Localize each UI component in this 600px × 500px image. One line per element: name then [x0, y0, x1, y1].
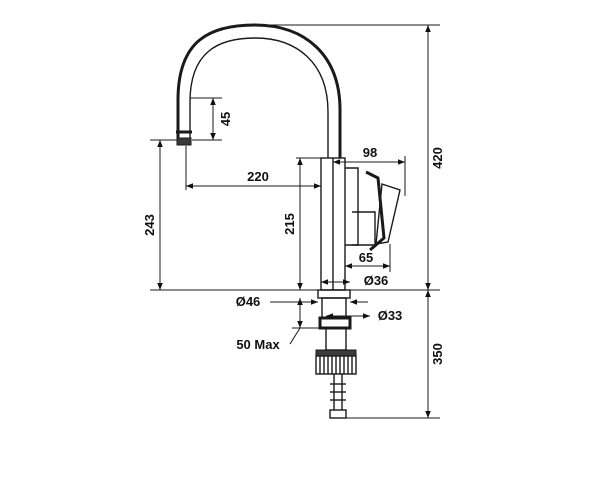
dim-label-350: 350: [430, 343, 445, 365]
dim-label-65: 65: [359, 250, 373, 265]
dim-label-220: 220: [247, 169, 269, 184]
dimension-lines: [150, 24, 440, 419]
dim-label-diameter-33: Ø33: [378, 308, 403, 323]
faucet-outline: [176, 23, 401, 419]
dim-label-243: 243: [142, 214, 157, 236]
dim-label-215: 215: [282, 213, 297, 235]
dim-label-diameter-46: Ø46: [236, 294, 261, 309]
dim-label-45: 45: [218, 112, 233, 126]
dim-label-420: 420: [430, 147, 445, 169]
dim-label-98: 98: [363, 145, 377, 160]
dim-label-diameter-36: Ø36: [364, 273, 389, 288]
dim-label-50-max: 50 Max: [236, 337, 280, 352]
